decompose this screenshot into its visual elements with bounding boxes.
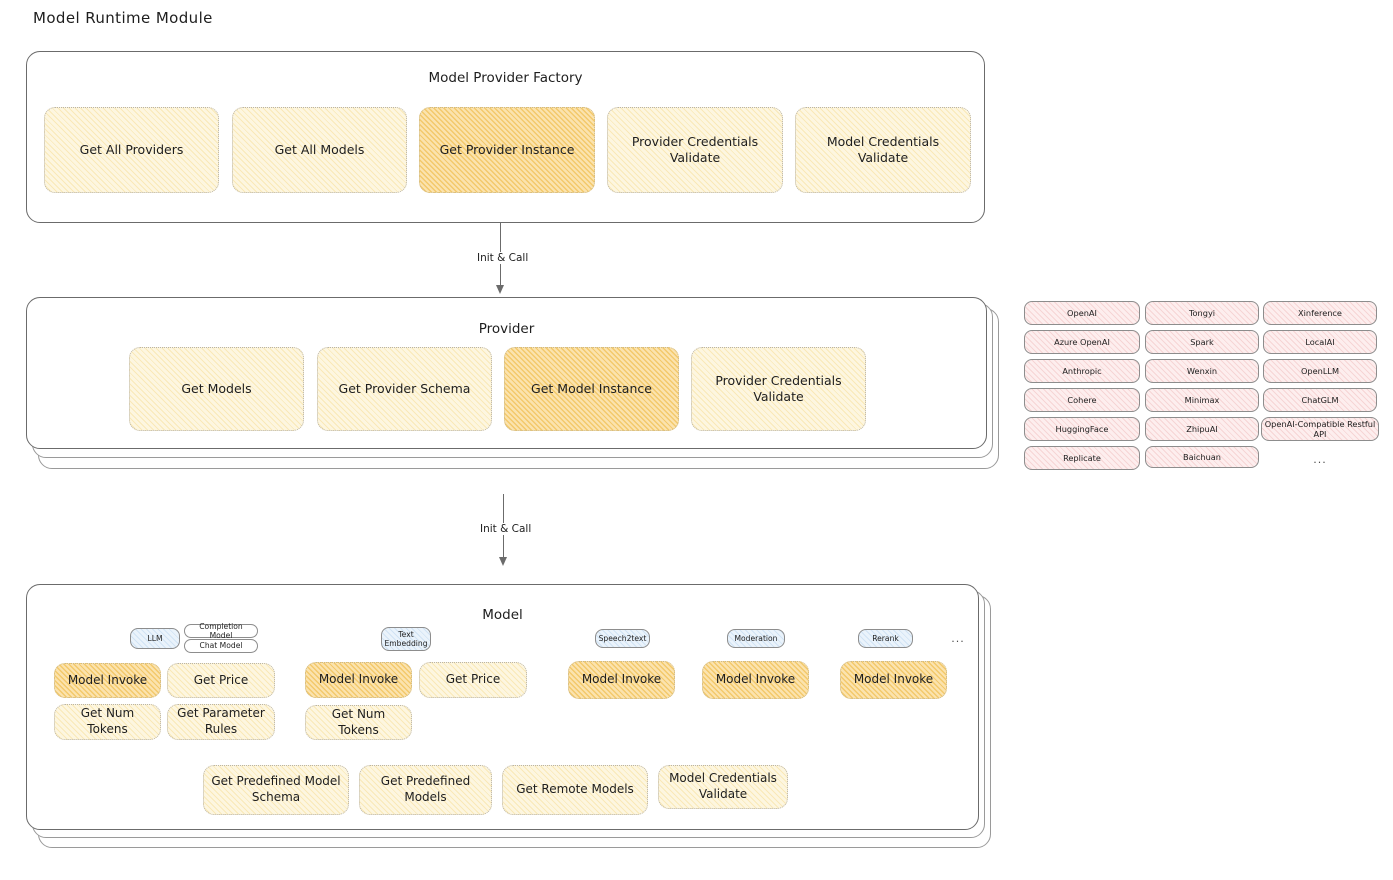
provider-chip-openllm[interactable]: OpenLLM — [1263, 359, 1377, 383]
arrow-factory-to-provider-label: Init & Call — [473, 252, 533, 264]
model-subbadge-completion-model[interactable]: Completion Model — [184, 622, 258, 640]
model-type-badge-rerank[interactable]: Rerank — [858, 629, 913, 648]
model-subbadge-chat-model[interactable]: Chat Model — [184, 639, 258, 653]
page-title: Model Runtime Module — [33, 9, 213, 27]
model-method-llm-get-price[interactable]: Get Price — [167, 663, 275, 698]
model-method-rerank-model-invoke[interactable]: Model Invoke — [840, 661, 947, 699]
factory-box-get-provider-instance[interactable]: Get Provider Instance — [419, 107, 595, 193]
model-method-text-embedding-get-num-tokens[interactable]: Get Num Tokens — [305, 705, 412, 740]
provider-chip-azure-openai[interactable]: Azure OpenAI — [1024, 330, 1140, 354]
provider-chip-anthropic[interactable]: Anthropic — [1024, 359, 1140, 383]
provider-chip-cohere[interactable]: Cohere — [1024, 388, 1140, 412]
provider-chip-localai[interactable]: LocalAI — [1263, 330, 1377, 354]
provider-chip-openai[interactable]: OpenAI — [1024, 301, 1140, 325]
factory-box-model-credentials-validate[interactable]: Model Credentials Validate — [795, 107, 971, 193]
provider-chip-huggingface[interactable]: HuggingFace — [1024, 417, 1140, 441]
provider-chip-minimax[interactable]: Minimax — [1145, 388, 1259, 412]
model-method-text-embedding-model-invoke[interactable]: Model Invoke — [305, 662, 412, 698]
provider-chip-wenxin[interactable]: Wenxin — [1145, 359, 1259, 383]
model-provider-factory-title: Model Provider Factory — [428, 70, 583, 86]
factory-box-get-all-providers[interactable]: Get All Providers — [44, 107, 219, 193]
arrow-factory-to-provider-head — [496, 285, 504, 294]
provider-box-get-model-instance[interactable]: Get Model Instance — [504, 347, 679, 431]
model-types-more-label: ... — [951, 632, 965, 645]
model-common-get-predefined-model-schema[interactable]: Get Predefined Model Schema — [203, 765, 349, 815]
model-method-speech2text-model-invoke[interactable]: Model Invoke — [568, 661, 675, 699]
provider-chip-baichuan[interactable]: Baichuan — [1145, 446, 1259, 468]
provider-list-more-label: ... — [1313, 453, 1327, 466]
model-method-text-embedding-get-price[interactable]: Get Price — [419, 662, 527, 698]
model-common-get-predefined-models[interactable]: Get Predefined Models — [359, 765, 492, 815]
provider-box-get-models[interactable]: Get Models — [129, 347, 304, 431]
provider-chip-zhipuai[interactable]: ZhipuAI — [1145, 417, 1259, 441]
factory-box-get-all-models[interactable]: Get All Models — [232, 107, 407, 193]
provider-chip-spark[interactable]: Spark — [1145, 330, 1259, 354]
model-title: Model — [482, 607, 523, 623]
provider-box-get-provider-schema[interactable]: Get Provider Schema — [317, 347, 492, 431]
model-type-badge-moderation[interactable]: Moderation — [727, 629, 785, 648]
provider-chip-openai-compatible-restful-api[interactable]: OpenAI-Compatible Restful API — [1261, 417, 1379, 441]
model-type-badge-llm[interactable]: LLM — [130, 628, 180, 649]
model-common-model-credentials-validate[interactable]: Model Credentials Validate — [658, 765, 788, 809]
model-method-llm-get-num-tokens[interactable]: Get Num Tokens — [54, 704, 161, 740]
model-type-badge-speech2text[interactable]: Speech2text — [595, 629, 650, 648]
model-common-get-remote-models[interactable]: Get Remote Models — [502, 765, 648, 815]
model-type-badge-text-embedding[interactable]: Text Embedding — [381, 627, 431, 651]
model-method-moderation-model-invoke[interactable]: Model Invoke — [702, 661, 809, 699]
provider-chip-tongyi[interactable]: Tongyi — [1145, 301, 1259, 325]
provider-chip-xinference[interactable]: Xinference — [1263, 301, 1377, 325]
model-method-llm-get-parameter-rules[interactable]: Get Parameter Rules — [167, 704, 275, 740]
provider-title: Provider — [478, 321, 535, 337]
arrow-provider-to-model-head — [499, 557, 507, 566]
factory-box-provider-credentials-validate[interactable]: Provider Credentials Validate — [607, 107, 783, 193]
model-method-llm-model-invoke[interactable]: Model Invoke — [54, 663, 161, 698]
arrow-provider-to-model-label: Init & Call — [476, 523, 536, 535]
provider-chip-chatglm[interactable]: ChatGLM — [1263, 388, 1377, 412]
provider-box-provider-credentials-validate[interactable]: Provider Credentials Validate — [691, 347, 866, 431]
provider-chip-replicate[interactable]: Replicate — [1024, 446, 1140, 470]
